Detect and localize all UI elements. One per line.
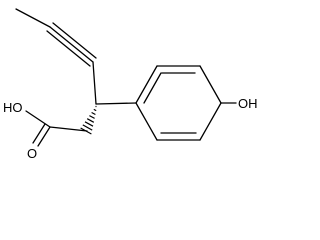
double-bond-c-o <box>32 123 51 147</box>
carboxyl-oh-label: HO <box>3 100 23 115</box>
phenol-oh-label: OH <box>238 96 258 111</box>
bond-ch2-carboxyl <box>49 126 88 132</box>
carbonyl-oxygen-label: O <box>27 146 37 161</box>
chemical-structure: HO O OH <box>3 8 258 161</box>
hashed-wedge-bond <box>80 105 97 135</box>
bond-stereocenter-ring <box>95 102 137 105</box>
triple-bond <box>46 22 97 67</box>
bond-methyl <box>15 8 51 28</box>
bond-c-oh <box>25 110 51 128</box>
benzene-ring <box>135 65 222 141</box>
bond-alkyne-stereocenter <box>92 61 97 105</box>
